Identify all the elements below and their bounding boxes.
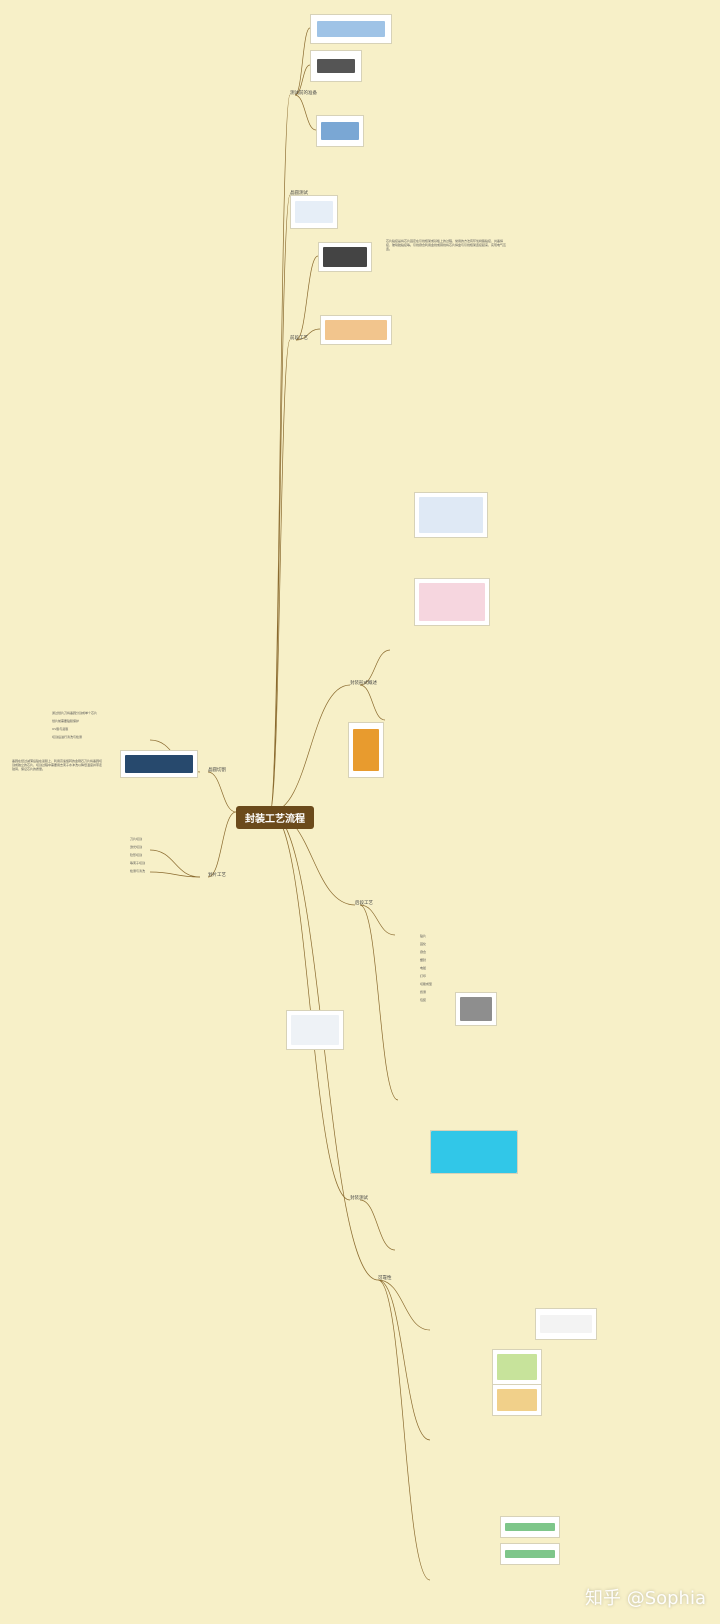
- connector-line: [295, 328, 321, 341]
- connector-line: [269, 339, 291, 813]
- package-figure-1: [414, 492, 488, 538]
- connector-line: [149, 849, 201, 878]
- connector-line: [359, 649, 391, 686]
- connector-line: [207, 771, 237, 813]
- branch-left-a[interactable]: 晶圆切割: [208, 768, 226, 773]
- watermark: 知乎 @Sophia: [584, 1588, 706, 1609]
- right-item-8: 终测: [420, 990, 427, 994]
- flow-figure-1: [500, 1516, 560, 1538]
- left-item-4: 等离子切割: [130, 861, 146, 865]
- branch-left-b[interactable]: 划片工艺: [208, 873, 226, 878]
- connector-line: [269, 94, 291, 813]
- connector-line: [359, 684, 386, 721]
- branch-wafer-test[interactable]: 晶圆测试: [290, 191, 308, 196]
- cutting-figure: [120, 750, 198, 778]
- connector-line: [294, 94, 317, 131]
- branch-inspect[interactable]: 可靠性: [378, 1276, 392, 1281]
- connector-line: [377, 1279, 431, 1441]
- branch-packaging[interactable]: 封装形式概述: [350, 681, 377, 686]
- process-figure: [320, 315, 392, 345]
- branch-front-process[interactable]: 前段工艺: [290, 336, 308, 341]
- left-item-3: 隐形切割: [130, 853, 143, 857]
- right-item-9: 包装: [420, 998, 427, 1002]
- right-item-4: 塑封: [420, 958, 427, 962]
- connector-line: [149, 871, 201, 878]
- layer-figure-1: [492, 1349, 542, 1385]
- branch-final-test[interactable]: 封装测试: [350, 1196, 368, 1201]
- connector-line: [269, 684, 351, 813]
- bond-figure: [286, 1010, 344, 1050]
- right-item-5: 电镀: [420, 966, 427, 970]
- left-note-1: 通过划片刀将晶圆分割成单个芯片: [52, 711, 98, 715]
- right-paragraph: 芯片粘接是将芯片固定在引线框架或基板上的过程，常用的方法有环氧树脂粘接、共晶焊接…: [386, 239, 507, 251]
- connector-line: [359, 1199, 396, 1251]
- flow-figure-2: [500, 1543, 560, 1565]
- mold-figure: [430, 1130, 518, 1174]
- branch-back-process[interactable]: 后段工艺: [355, 901, 373, 906]
- connector-line: [294, 27, 311, 96]
- root-node[interactable]: 封装工艺流程: [236, 806, 314, 829]
- wafer-figure: [310, 14, 392, 44]
- right-item-3: 键合: [420, 950, 427, 954]
- connector-line: [359, 904, 399, 1101]
- chip-figure: [348, 722, 384, 778]
- left-note-3: UV膜与蓝膜: [52, 727, 69, 731]
- package-figure-2: [414, 578, 490, 626]
- connector-line: [294, 64, 311, 96]
- connector-line: [377, 1279, 431, 1581]
- curve-figure: [535, 1308, 597, 1340]
- left-note-4: 切割后进行清洗与检测: [52, 735, 83, 739]
- die-figure: [455, 992, 497, 1026]
- equipment-figure: [310, 50, 362, 82]
- right-item-6: 打印: [420, 974, 427, 978]
- test-figure: [290, 195, 338, 229]
- left-item-1: 刀片切割: [130, 837, 143, 841]
- connector-line: [377, 1279, 431, 1331]
- left-item-2: 激光切割: [130, 845, 143, 849]
- layer-figure-2: [492, 1384, 542, 1416]
- connector-line: [269, 811, 351, 1201]
- left-note-2: 划片前需要贴膜保护: [52, 719, 80, 723]
- connector-line: [359, 904, 396, 936]
- connector-line: [207, 811, 237, 878]
- right-item-7: 切筋成型: [420, 982, 433, 986]
- right-item-2: 固化: [420, 942, 427, 946]
- connector-line: [269, 194, 291, 813]
- probe-figure: [316, 115, 364, 147]
- right-item-1: 贴片: [420, 934, 427, 938]
- branch-pretest[interactable]: 测试前的准备: [290, 91, 317, 96]
- left-paragraph: 晶圆在经过减薄后贴在蓝膜上，利用高速旋转的金刚石刀片将晶圆切割成独立的芯片，切割…: [12, 759, 103, 771]
- fab-figure: [318, 242, 372, 272]
- left-item-5: 检测与清洗: [130, 869, 146, 873]
- connector-line: [295, 255, 319, 341]
